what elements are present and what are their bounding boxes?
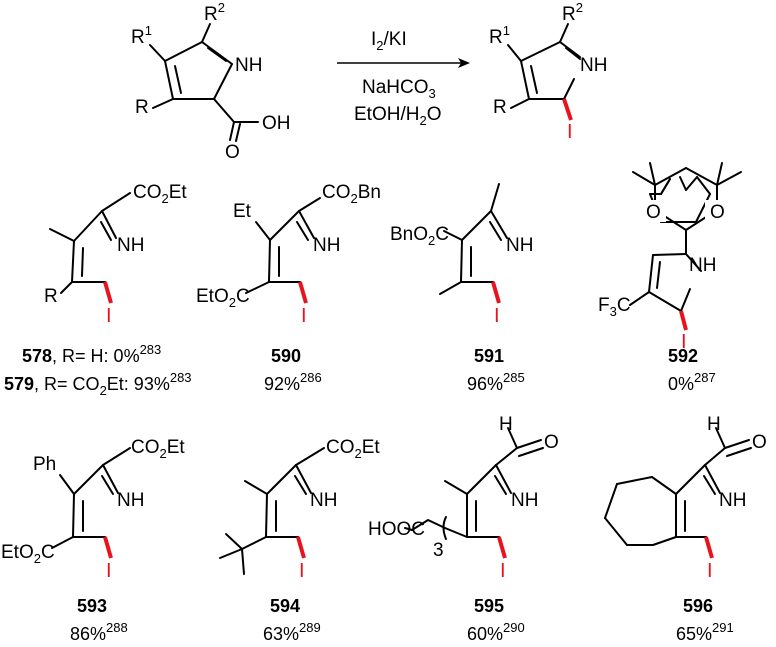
reaction-arrow: I2/KI NaHCO3 EtOH/H2O <box>337 29 470 128</box>
c596-number: 596 <box>683 596 713 616</box>
compound-591: BnO2C NH I 591 96%285 <box>390 183 533 394</box>
sm-nh-label: NH <box>235 55 262 76</box>
c591-yield: 96%285 <box>467 370 525 394</box>
compound-590: Et CO2Bn NH EtO2C I 590 92%286 <box>196 182 381 394</box>
c590-ester-label: CO2Bn <box>322 182 381 206</box>
c578-iodine-label: I <box>106 305 112 327</box>
c594-yield: 63%289 <box>263 620 321 644</box>
c578-ester-label: CO2Et <box>133 182 187 206</box>
pr-r2-label: R2 <box>562 0 583 25</box>
c593-yield: 86%288 <box>70 620 128 644</box>
c595-o-label: O <box>544 432 559 453</box>
c595-acid-label: HOOC <box>368 519 425 540</box>
c592-o2-label: O <box>710 202 725 223</box>
c578-nh-label: NH <box>117 235 144 256</box>
c595-nh-label: NH <box>511 490 538 511</box>
sm-o-label: O <box>225 142 240 163</box>
c590-iodine-label: I <box>301 305 307 327</box>
c594-iodine-label: I <box>299 560 305 582</box>
c591-iodine-label: I <box>494 305 500 327</box>
c591-nh-label: NH <box>506 235 533 256</box>
compound-595: H O HOOC 3 NH I 595 60%290 <box>368 414 559 644</box>
c592-nh-label: NH <box>689 255 716 276</box>
c593-nh-label: NH <box>117 490 144 511</box>
c592-cf3-label: F3C <box>598 295 631 319</box>
c594-number: 594 <box>270 596 300 616</box>
reagent-base-label: NaHCO3 <box>362 77 436 101</box>
c593-iodine-label: I <box>106 560 112 582</box>
product: R1 R2 R NH I <box>489 0 607 143</box>
c596-h-label: H <box>707 414 721 435</box>
pr-iodine-label: I <box>567 121 573 143</box>
compound-594: CO2Et NH I 594 63%289 <box>219 437 380 644</box>
compound-596: H O NH I 596 65%291 <box>604 414 767 644</box>
c594-nh-label: NH <box>310 490 337 511</box>
c594-ester-label: CO2Et <box>326 437 380 461</box>
starting-material: R1 R2 R NH O OH <box>131 0 291 163</box>
c591-number: 591 <box>474 346 504 366</box>
c591-ester-label: BnO2C <box>390 224 449 248</box>
c593-ester2-label: EtO2C <box>1 542 55 566</box>
c595-number: 595 <box>474 596 504 616</box>
reagent-iodine-label: I2/KI <box>371 29 407 53</box>
pr-r-label: R <box>493 97 507 118</box>
compound-592: O O NH F3C I 592 0%287 <box>598 162 742 394</box>
c579-caption: 579, R= CO2Et: 93%283 <box>4 370 192 398</box>
solvent-label: EtOH/H2O <box>354 104 441 128</box>
pr-nh-label: NH <box>580 55 607 76</box>
compound-593: Ph CO2Et NH EtO2C I 593 86%288 <box>1 437 185 644</box>
c592-o1-label: O <box>646 202 661 223</box>
sm-oh-label: OH <box>262 113 291 134</box>
c578-r-label: R <box>44 286 58 307</box>
c593-number: 593 <box>77 596 107 616</box>
c595-yield: 60%290 <box>467 620 525 644</box>
sm-r-label: R <box>135 97 149 118</box>
c595-h-label: H <box>499 414 513 435</box>
c596-o-label: O <box>752 432 767 453</box>
c595-iodine-label: I <box>500 560 506 582</box>
c596-iodine-label: I <box>707 560 713 582</box>
pr-r1-label: R1 <box>489 23 510 48</box>
c595-n-label: 3 <box>433 540 444 561</box>
c590-number: 590 <box>271 346 301 366</box>
c578-caption: 578, R= H: 0%283 <box>22 342 161 366</box>
c593-ester-label: CO2Et <box>131 437 185 461</box>
c592-yield: 0%287 <box>668 370 716 394</box>
c592-iodine-label: I <box>681 331 687 353</box>
c590-ester2-label: EtO2C <box>196 286 250 310</box>
sm-r2-label: R2 <box>204 0 225 25</box>
c590-nh-label: NH <box>313 235 340 256</box>
c593-ph-label: Ph <box>33 454 56 475</box>
c592-number: 592 <box>668 346 698 366</box>
c596-nh-label: NH <box>719 490 746 511</box>
c590-yield: 92%286 <box>264 370 322 394</box>
c596-yield: 65%291 <box>676 620 734 644</box>
c590-et-label: Et <box>233 201 252 222</box>
compound-578-579: CO2Et NH R I 578, R= H: 0%283 579, R= CO… <box>4 182 192 398</box>
sm-r1-label: R1 <box>131 23 152 48</box>
